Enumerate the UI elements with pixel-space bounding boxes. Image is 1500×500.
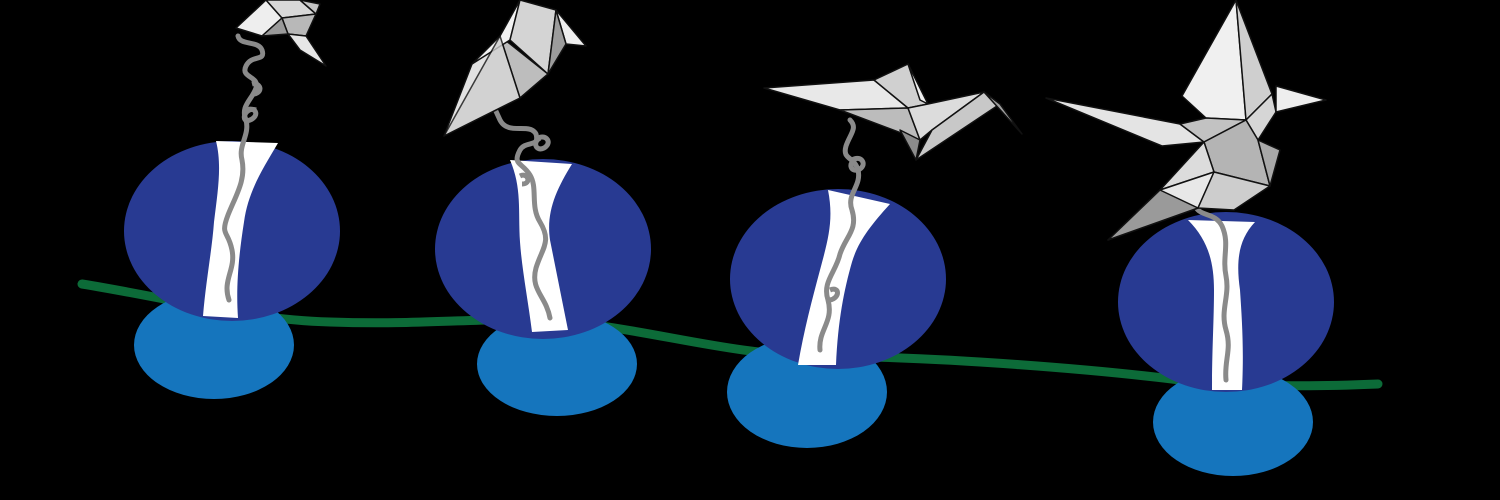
origami-crane-4 xyxy=(1045,0,1327,241)
ribosome-1 xyxy=(124,33,340,399)
nascent-chain-coil xyxy=(829,155,866,303)
exit-tunnel xyxy=(203,141,278,318)
small-subunit xyxy=(477,312,637,416)
exit-tunnel xyxy=(1188,220,1255,390)
ribosome-3 xyxy=(727,117,946,448)
origami-crane-3 xyxy=(763,63,1023,161)
nascent-chain-coil xyxy=(241,81,263,124)
origami-crane-1 xyxy=(235,0,327,67)
nascent-chain-coil xyxy=(518,134,551,187)
exit-tunnel xyxy=(510,160,572,332)
small-subunit xyxy=(1153,368,1313,476)
nascent-chain xyxy=(485,93,553,321)
ribosome-2 xyxy=(435,93,651,416)
exit-tunnel xyxy=(798,190,890,365)
nascent-chain xyxy=(817,117,862,353)
ribosome-4 xyxy=(1118,193,1334,476)
origami-crane-2 xyxy=(443,0,587,137)
